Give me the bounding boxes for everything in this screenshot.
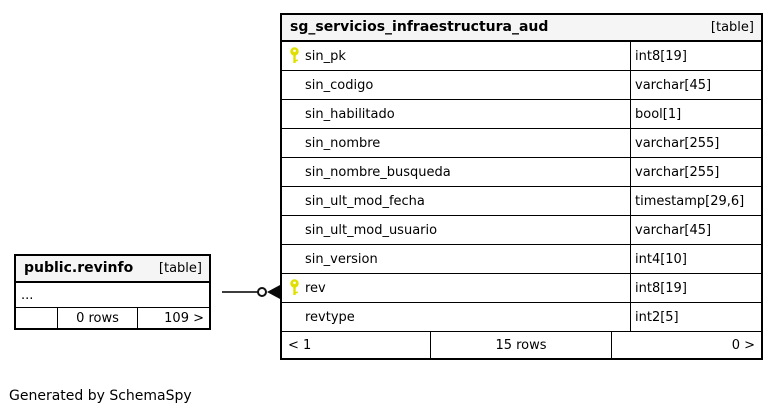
main-row-count: 15 rows bbox=[431, 332, 612, 358]
column-row: sin_ult_mod_usuario varchar[45] bbox=[282, 216, 761, 245]
column-name: sin_codigo bbox=[305, 77, 374, 93]
column-name: revtype bbox=[305, 309, 355, 325]
column-name: sin_version bbox=[305, 251, 378, 267]
column-row: sin_habilitado bool[1] bbox=[282, 100, 761, 129]
column-row: sin_version int4[10] bbox=[282, 245, 761, 274]
column-name-cell: sin_version bbox=[282, 245, 631, 273]
column-name: sin_habilitado bbox=[305, 106, 395, 122]
column-row: sin_codigo varchar[45] bbox=[282, 71, 761, 100]
relationship-arrowhead bbox=[267, 285, 280, 299]
column-type: int4[10] bbox=[635, 251, 687, 267]
column-name: sin_nombre_busqueda bbox=[305, 164, 451, 180]
column-name-cell: sin_ult_mod_usuario bbox=[282, 216, 631, 244]
table-public-revinfo: public.revinfo [table] ... 0 rows 109 > bbox=[14, 254, 211, 330]
column-type: bool[1] bbox=[635, 106, 682, 122]
relationship-line bbox=[222, 291, 259, 293]
column-row: rev int8[19] bbox=[282, 274, 761, 303]
relationship-circle-end bbox=[257, 287, 267, 297]
revinfo-row-count: 0 rows bbox=[58, 308, 138, 328]
primary-key-icon-slot bbox=[282, 47, 302, 65]
column-type: varchar[255] bbox=[635, 135, 720, 151]
column-row: sin_nombre_busqueda varchar[255] bbox=[282, 158, 761, 187]
primary-key-icon bbox=[290, 279, 299, 295]
main-children-count: 0 > bbox=[731, 337, 755, 353]
column-name-cell: sin_nombre_busqueda bbox=[282, 158, 631, 186]
column-name-cell: revtype bbox=[282, 303, 631, 331]
column-row: sin_nombre varchar[255] bbox=[282, 129, 761, 158]
revinfo-type-tag: [table] bbox=[158, 261, 202, 276]
column-type: varchar[45] bbox=[635, 222, 712, 238]
revinfo-header: public.revinfo [table] bbox=[16, 256, 209, 283]
revinfo-footer-left bbox=[16, 308, 58, 328]
column-name-cell: sin_nombre bbox=[282, 129, 631, 157]
main-table-title[interactable]: sg_servicios_infraestructura_aud bbox=[290, 19, 549, 35]
primary-key-icon bbox=[290, 47, 299, 63]
column-type: timestamp[29,6] bbox=[635, 193, 745, 209]
column-name: sin_pk bbox=[305, 48, 346, 64]
ellipsis-label: ... bbox=[21, 287, 34, 303]
generator-caption: Generated by SchemaSpy bbox=[9, 388, 192, 404]
column-name: sin_nombre bbox=[305, 135, 381, 151]
column-type: int2[5] bbox=[635, 309, 679, 325]
column-row: sin_ult_mod_fecha timestamp[29,6] bbox=[282, 187, 761, 216]
main-table-footer: < 1 15 rows 0 > bbox=[282, 332, 761, 358]
main-table-type-tag: [table] bbox=[710, 20, 754, 35]
table-sg-servicios-infraestructura-aud: sg_servicios_infraestructura_aud [table]… bbox=[280, 13, 763, 360]
main-table-rows: sin_pk int8[19] sin_codigo varchar[45] sin_h… bbox=[282, 42, 761, 332]
revinfo-children-count: 109 > bbox=[164, 310, 204, 326]
revinfo-footer: 0 rows 109 > bbox=[16, 308, 209, 328]
column-row: sin_pk int8[19] bbox=[282, 42, 761, 71]
revinfo-collapsed-columns: ... bbox=[16, 283, 209, 308]
column-name-cell: sin_codigo bbox=[282, 71, 631, 99]
column-name: rev bbox=[305, 280, 326, 296]
revinfo-title[interactable]: public.revinfo bbox=[24, 260, 134, 276]
column-type: varchar[45] bbox=[635, 77, 712, 93]
column-type: varchar[255] bbox=[635, 164, 720, 180]
column-name: sin_ult_mod_fecha bbox=[305, 193, 425, 209]
column-name-cell: sin_habilitado bbox=[282, 100, 631, 128]
main-parents-count: < 1 bbox=[282, 332, 431, 358]
column-name-cell: sin_pk bbox=[282, 42, 631, 70]
column-row: revtype int2[5] bbox=[282, 303, 761, 332]
column-name-cell: sin_ult_mod_fecha bbox=[282, 187, 631, 215]
primary-key-icon-slot bbox=[282, 279, 302, 297]
column-type: int8[19] bbox=[635, 280, 687, 296]
column-type: int8[19] bbox=[635, 48, 687, 64]
column-name-cell: rev bbox=[282, 274, 631, 302]
main-table-header: sg_servicios_infraestructura_aud [table] bbox=[282, 15, 761, 42]
column-name: sin_ult_mod_usuario bbox=[305, 222, 438, 238]
